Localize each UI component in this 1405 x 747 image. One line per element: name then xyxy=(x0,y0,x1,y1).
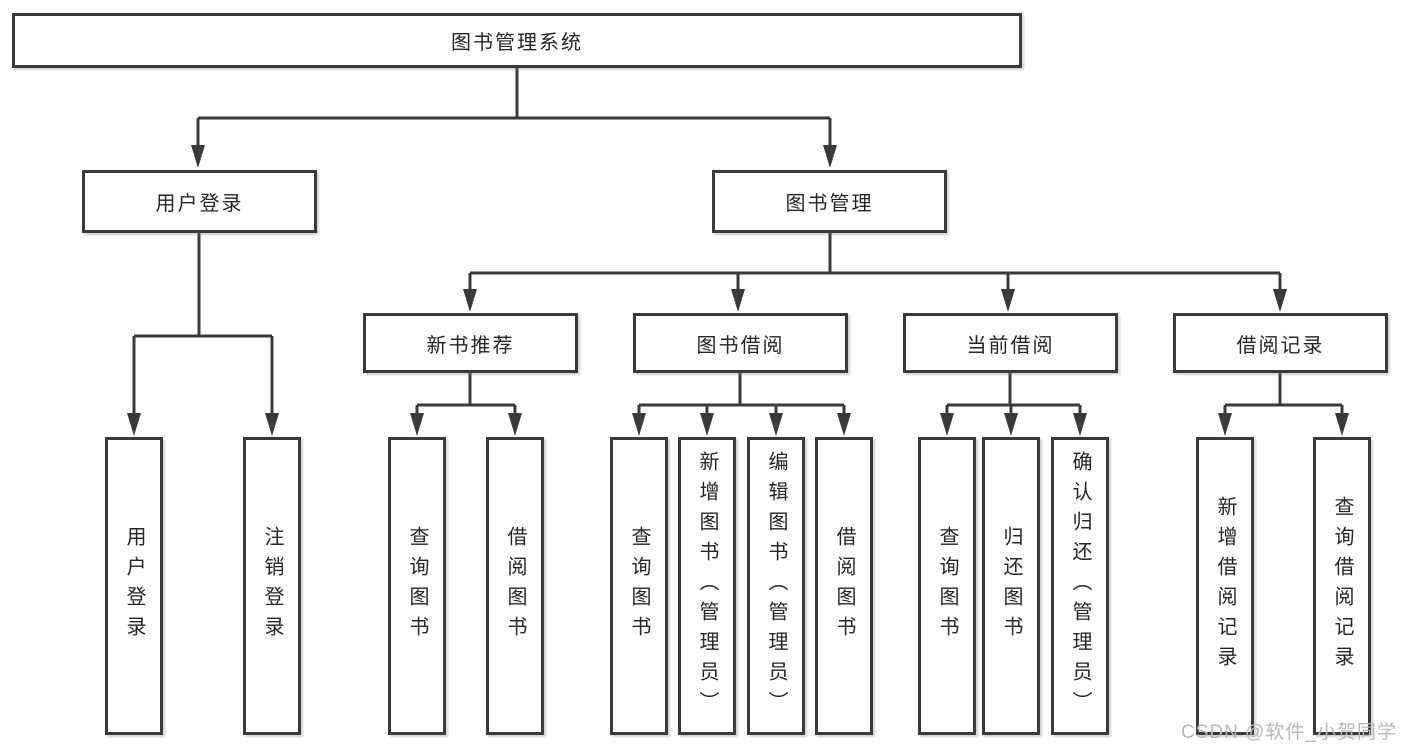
arrow-icon xyxy=(940,413,954,436)
leaf-borrow-books-1: 借阅图书 xyxy=(486,437,544,735)
node-book-borrow: 图书借阅 xyxy=(633,313,848,373)
connector-root-to-level1 xyxy=(196,68,832,148)
leaf-edit-book-admin: 编辑图书（管理员） xyxy=(747,437,805,735)
arrow-icon xyxy=(463,289,477,312)
arrow-icon xyxy=(632,413,646,436)
arrow-icon xyxy=(127,413,141,436)
arrow-icon xyxy=(1218,413,1232,436)
node-current-borrow: 当前借阅 xyxy=(903,313,1118,373)
arrowheads xyxy=(127,145,1349,436)
arrow-icon xyxy=(1001,289,1015,312)
leaf-query-borrow-record: 查询借阅记录 xyxy=(1313,437,1371,735)
connector-bookborrow-to-leaves xyxy=(637,373,846,414)
arrow-icon xyxy=(700,413,714,436)
leaf-label: 借阅图书 xyxy=(833,526,855,646)
leaf-label: 借阅图书 xyxy=(504,526,526,646)
connector-userlogin-to-leaves xyxy=(132,233,274,414)
arrow-icon xyxy=(1073,413,1087,436)
arrow-icon xyxy=(769,413,783,436)
leaf-return-book: 归还图书 xyxy=(982,437,1040,735)
leaf-label: 新增借阅记录 xyxy=(1214,496,1236,676)
arrow-icon xyxy=(508,413,522,436)
arrow-icon xyxy=(265,413,279,436)
arrow-icon xyxy=(1273,289,1287,312)
leaf-label: 用户登录 xyxy=(123,526,145,646)
connector-records-to-leaves xyxy=(1223,373,1344,414)
arrow-icon xyxy=(1335,413,1349,436)
node-root-library-system: 图书管理系统 xyxy=(12,13,1022,68)
leaf-label: 查询图书 xyxy=(406,526,428,646)
node-new-book-recommend: 新书推荐 xyxy=(363,313,578,373)
leaf-query-books-1: 查询图书 xyxy=(388,437,446,735)
connector-currentborrow-to-leaves xyxy=(945,373,1082,414)
csdn-watermark: CSDN @软件_小贺同学 xyxy=(1181,722,1397,743)
leaf-label: 注销登录 xyxy=(261,526,283,646)
leaf-user-login: 用户登录 xyxy=(105,437,163,735)
leaf-label: 确认归还（管理员） xyxy=(1069,451,1091,721)
arrow-icon xyxy=(837,413,851,436)
leaf-query-books-2: 查询图书 xyxy=(610,437,668,735)
leaf-confirm-return-admin: 确认归还（管理员） xyxy=(1051,437,1109,735)
leaf-label: 新增图书（管理员） xyxy=(696,451,718,721)
leaf-label: 查询借阅记录 xyxy=(1331,496,1353,676)
arrow-icon xyxy=(410,413,424,436)
leaf-add-book-admin: 新增图书（管理员） xyxy=(678,437,736,735)
leaf-label: 编辑图书（管理员） xyxy=(765,451,787,721)
node-book-management: 图书管理 xyxy=(712,170,947,233)
arrow-icon xyxy=(731,289,745,312)
node-borrow-records: 借阅记录 xyxy=(1173,313,1388,373)
leaf-label: 查询图书 xyxy=(936,526,958,646)
arrow-icon xyxy=(823,145,837,168)
leaf-query-books-3: 查询图书 xyxy=(918,437,976,735)
node-user-login: 用户登录 xyxy=(82,170,317,233)
arrow-icon xyxy=(191,145,205,168)
leaf-borrow-books-2: 借阅图书 xyxy=(815,437,873,735)
leaf-logout: 注销登录 xyxy=(243,437,301,735)
leaf-label: 归还图书 xyxy=(1000,526,1022,646)
connector-bookmgmt-to-level2 xyxy=(468,233,1282,290)
leaf-label: 查询图书 xyxy=(628,526,650,646)
leaf-add-borrow-record: 新增借阅记录 xyxy=(1196,437,1254,735)
connector-newbooks-to-leaves xyxy=(415,373,517,414)
arrow-icon xyxy=(1004,413,1018,436)
